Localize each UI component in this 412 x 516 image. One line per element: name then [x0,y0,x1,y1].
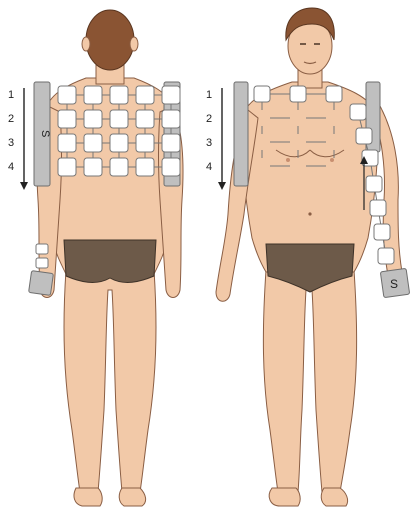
back-grid-cell [136,134,154,152]
back-grid-cell [110,158,128,176]
back-head [86,10,134,70]
back-grid-cell [110,134,128,152]
front-row-number: 1 [206,89,212,101]
back-row-number: 2 [8,113,14,125]
arm-chain-cell [370,200,386,216]
back-grid-cell [58,134,76,152]
front-navel [308,212,311,215]
front-row-number: 4 [206,161,212,173]
back-grid-cell [162,158,180,176]
front-down-arrow-head [218,182,226,190]
back-view-figure: S 1 2 3 4 [8,10,183,506]
arm-chain-cell [356,128,372,144]
arm-chain-cell [366,176,382,192]
back-feet [74,488,146,506]
arm-chain-cell [378,248,394,264]
front-view-figure: 1 2 3 4 S [206,8,410,506]
front-row-number: 2 [206,113,212,125]
arm-chain-cell [374,224,390,240]
front-nipple-left [286,158,290,162]
front-nipple-right [330,158,334,162]
back-row-number: 3 [8,137,14,149]
back-grid-cell [58,110,76,128]
back-grid-cell [84,86,102,104]
back-legs [64,270,156,492]
back-ear-right [130,37,138,51]
back-grid-cell [162,110,180,128]
back-grid-cell [84,158,102,176]
front-grid-cell [290,86,306,102]
arm-chain-cell [350,104,366,120]
back-row-number: 4 [8,161,14,173]
back-row-number: 1 [8,89,14,101]
back-grid-cell [136,158,154,176]
back-grid-cell [162,134,180,152]
arm-s-label: S [390,277,398,291]
back-grid-cell [110,86,128,104]
back-grid-cell [84,134,102,152]
front-row-number: 3 [206,137,212,149]
back-briefs [64,240,156,282]
back-grid-cell [58,158,76,176]
front-grid-cell [326,86,342,102]
front-feet [269,488,347,506]
front-frame-left-bar [234,82,248,186]
front-grid-cell [254,86,270,102]
back-ear-left [82,37,90,51]
back-grid-cell [58,86,76,104]
back-frame-s-label: S [39,130,51,137]
back-grid-cell [84,110,102,128]
back-grid-cell [162,86,180,104]
back-grid-cell [136,110,154,128]
back-grid-cell [136,86,154,104]
back-grid-cell [110,110,128,128]
back-down-arrow-head [20,182,28,190]
front-legs [263,270,356,492]
